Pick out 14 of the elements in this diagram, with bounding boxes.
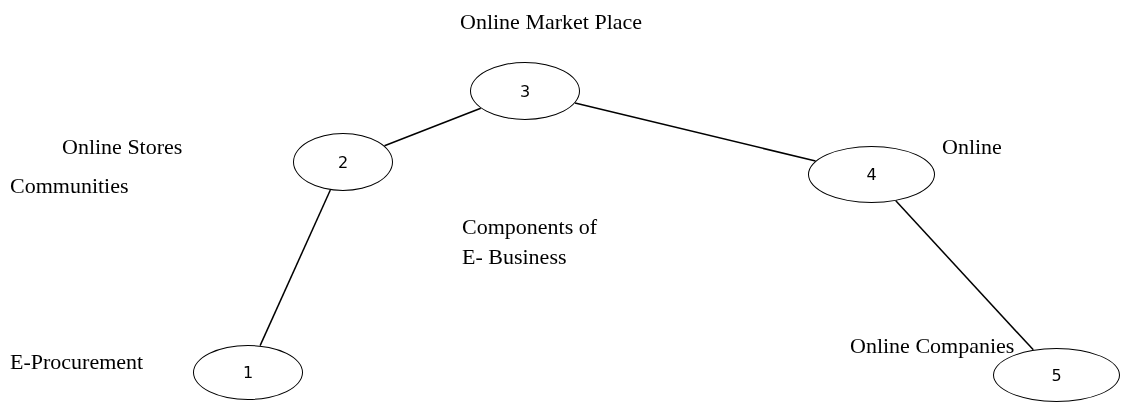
text-label: Communities: [10, 172, 129, 200]
node-number: 5: [1051, 365, 1062, 385]
node-number: 1: [242, 363, 254, 382]
text-label: Online Stores: [62, 133, 183, 161]
node-label: Online Companies: [850, 332, 1015, 360]
node-number: 2: [337, 152, 349, 172]
connector-line: [259, 189, 332, 347]
node-number: 4: [866, 165, 877, 184]
node-number: 3: [519, 81, 531, 101]
node-label: E-Procurement: [10, 348, 144, 376]
node-label: Online: [942, 133, 1002, 161]
text-label: Components of E- Business: [462, 213, 599, 271]
connector-line: [383, 107, 482, 147]
node-label: Online Market Place: [460, 8, 643, 36]
